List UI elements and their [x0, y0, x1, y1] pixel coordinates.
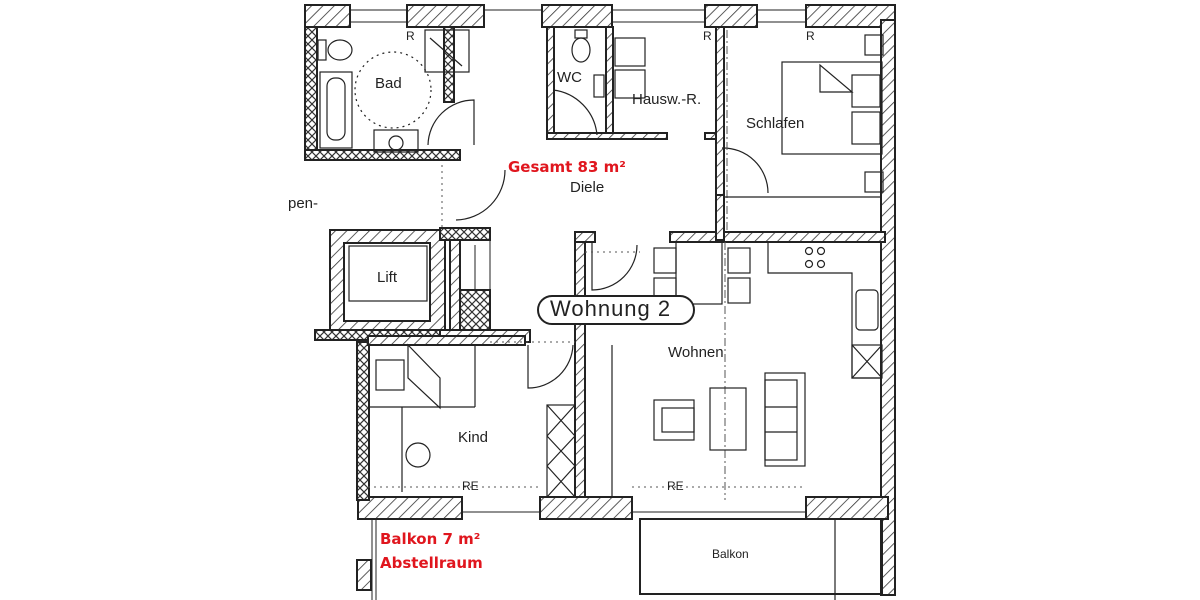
dashed-lines: [368, 30, 806, 500]
apartment-label-pill: [537, 295, 695, 325]
balcony: [639, 518, 883, 600]
room-label-wc: WC: [557, 69, 582, 86]
room-label-hausw: Hausw.-R.: [632, 91, 702, 108]
room-label-lift: Lift: [377, 269, 398, 286]
mark-re-wohnen: RE: [667, 479, 684, 493]
room-label-schlafen: Schlafen: [746, 115, 805, 132]
bedroom-fixtures: [724, 34, 884, 198]
partial-label-left: pen-: [288, 195, 319, 212]
bathroom-fixtures: [317, 29, 470, 153]
wc-fixtures: [571, 29, 646, 99]
total-area-annotation: Gesamt 83 m²: [508, 158, 626, 176]
room-label-bad: Bad: [375, 75, 402, 92]
mark-r-schlafen: R: [806, 29, 815, 43]
exterior-walls: [304, 4, 896, 600]
room-label-wohnen: Wohnen: [668, 344, 724, 361]
kind-fixtures: [368, 343, 576, 498]
mark-r-bad: R: [406, 29, 415, 43]
door-swings: [427, 89, 769, 389]
room-label-kind: Kind: [458, 429, 489, 446]
interior-walls: [367, 194, 886, 498]
kitchen-fixtures: [611, 241, 883, 497]
bathroom-walls: [304, 26, 461, 161]
storage-annotation: Abstellraum: [380, 554, 483, 572]
lift-shaft: [314, 227, 531, 343]
mark-re-kind: RE: [462, 479, 479, 493]
apartment-title: Wohnung 2: [550, 296, 672, 321]
balcony-area-annotation: Balkon 7 m²: [380, 530, 481, 548]
mark-r-hausw: R: [703, 29, 712, 43]
room-label-diele: Diele: [570, 179, 605, 196]
room-label-balkon: Balkon: [712, 547, 749, 561]
